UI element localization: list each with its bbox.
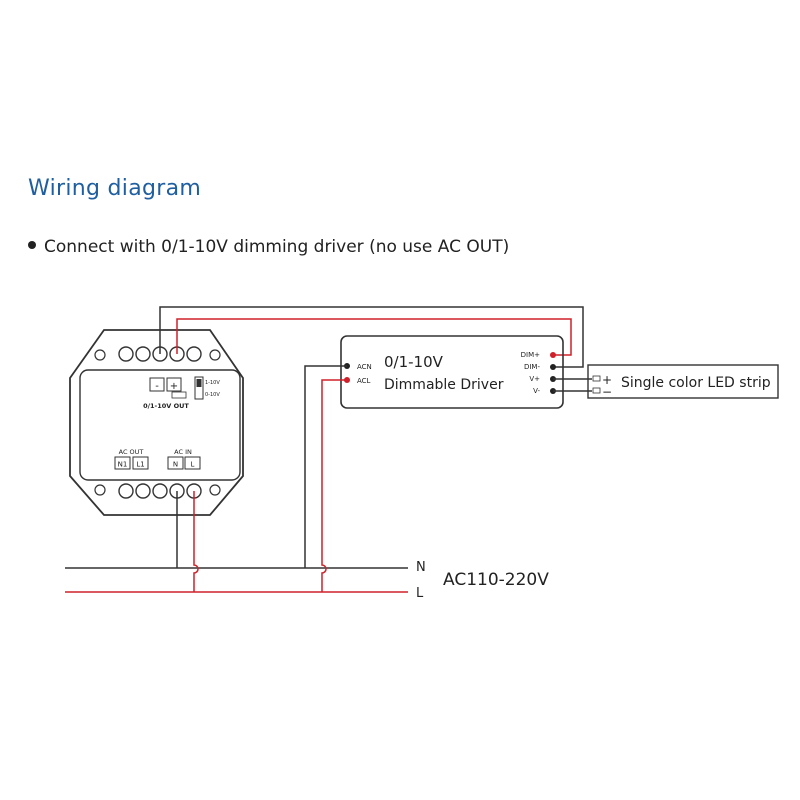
wire-dim-plus	[176, 318, 572, 356]
ac-in-label: AC IN	[174, 448, 192, 456]
driver-v-minus: V-	[533, 387, 540, 395]
page-title: Wiring diagram	[28, 176, 202, 201]
driver-dim-minus: DIM-	[524, 363, 540, 371]
terminal-top-5	[186, 346, 202, 362]
bullet-icon	[28, 241, 36, 249]
ac-in-l: L	[191, 461, 195, 469]
ac-out-l: L1	[136, 461, 144, 469]
wire-driver-acn	[304, 365, 347, 568]
wire-driver-acl	[321, 379, 347, 592]
terminal-top-1	[118, 346, 134, 362]
led-label: Single color LED strip	[621, 375, 771, 391]
driver-acl: ACL	[357, 377, 371, 385]
terminal-top-2	[135, 346, 151, 362]
terminal-bottom-1	[118, 483, 134, 499]
mains-n-label: N	[416, 560, 426, 575]
controller-out-label: 0/1-10V OUT	[143, 402, 189, 410]
controller-minus-label: -	[155, 381, 159, 392]
ac-out-label: AC OUT	[119, 448, 144, 456]
led-plus: +	[602, 373, 612, 387]
driver-dim-plus: DIM+	[521, 351, 540, 359]
wire-ac-in-l	[193, 491, 199, 592]
driver-acn: ACN	[357, 363, 372, 371]
switch-label-2: 0-10V	[205, 392, 220, 398]
driver-name-2: Dimmable Driver	[384, 377, 504, 393]
ac-out-n: N1	[118, 461, 128, 469]
mains-l-label: L	[416, 586, 424, 601]
terminal-bottom-2	[135, 483, 151, 499]
mode-switch	[194, 376, 204, 400]
ac-in-n: N	[173, 461, 178, 469]
terminal-bottom-3	[152, 483, 168, 499]
led-minus: −	[602, 385, 612, 399]
mains-voltage-label: AC110-220V	[443, 570, 549, 590]
driver-v-plus: V+	[529, 375, 540, 383]
instruction-note: Connect with 0/1-10V dimming driver (no …	[28, 237, 509, 257]
switch-label-1: 1-10V	[205, 380, 220, 386]
wire-dim-minus	[159, 306, 584, 368]
dimmable-driver: 0/1-10V Dimmable Driver ACN ACL DIM+ DIM…	[340, 335, 564, 409]
controller-plus-label: +	[170, 381, 178, 392]
led-strip: + − Single color LED strip	[587, 364, 779, 399]
controller-box: - + 0/1-10V OUT 1-10V 0-10V AC OUT N1 L1…	[69, 329, 244, 516]
driver-name-1: 0/1-10V	[384, 353, 444, 371]
instruction-text: Connect with 0/1-10V dimming driver (no …	[44, 237, 510, 257]
